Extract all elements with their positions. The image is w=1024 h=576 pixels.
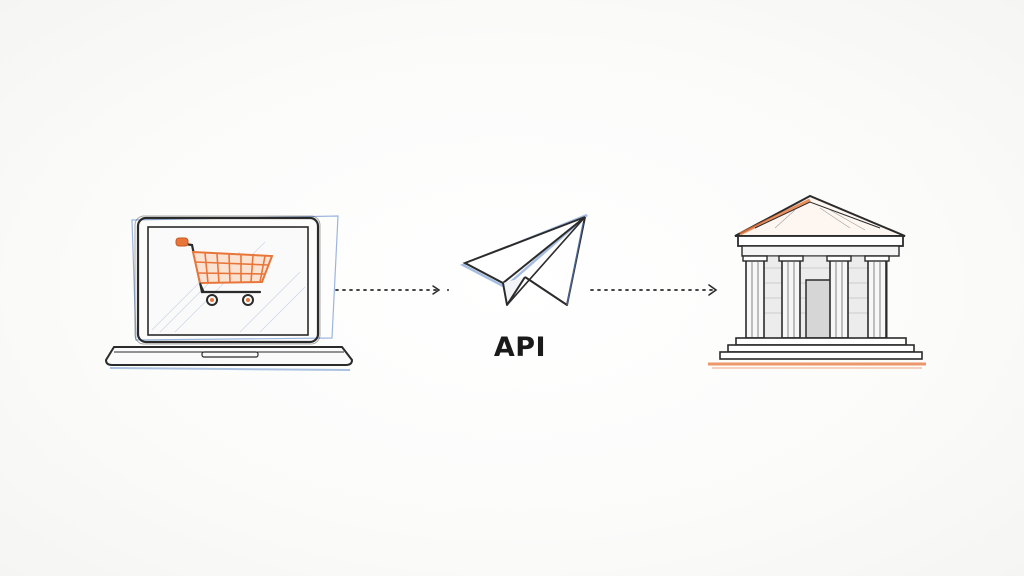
connector-arrow-laptop-to-api — [330, 280, 450, 300]
connector-arrow-api-to-bank — [585, 280, 725, 300]
api-label: API — [493, 332, 547, 363]
shopping-laptop-icon — [100, 200, 360, 380]
bank-building-icon — [700, 188, 935, 378]
paper-plane-icon — [455, 205, 595, 320]
